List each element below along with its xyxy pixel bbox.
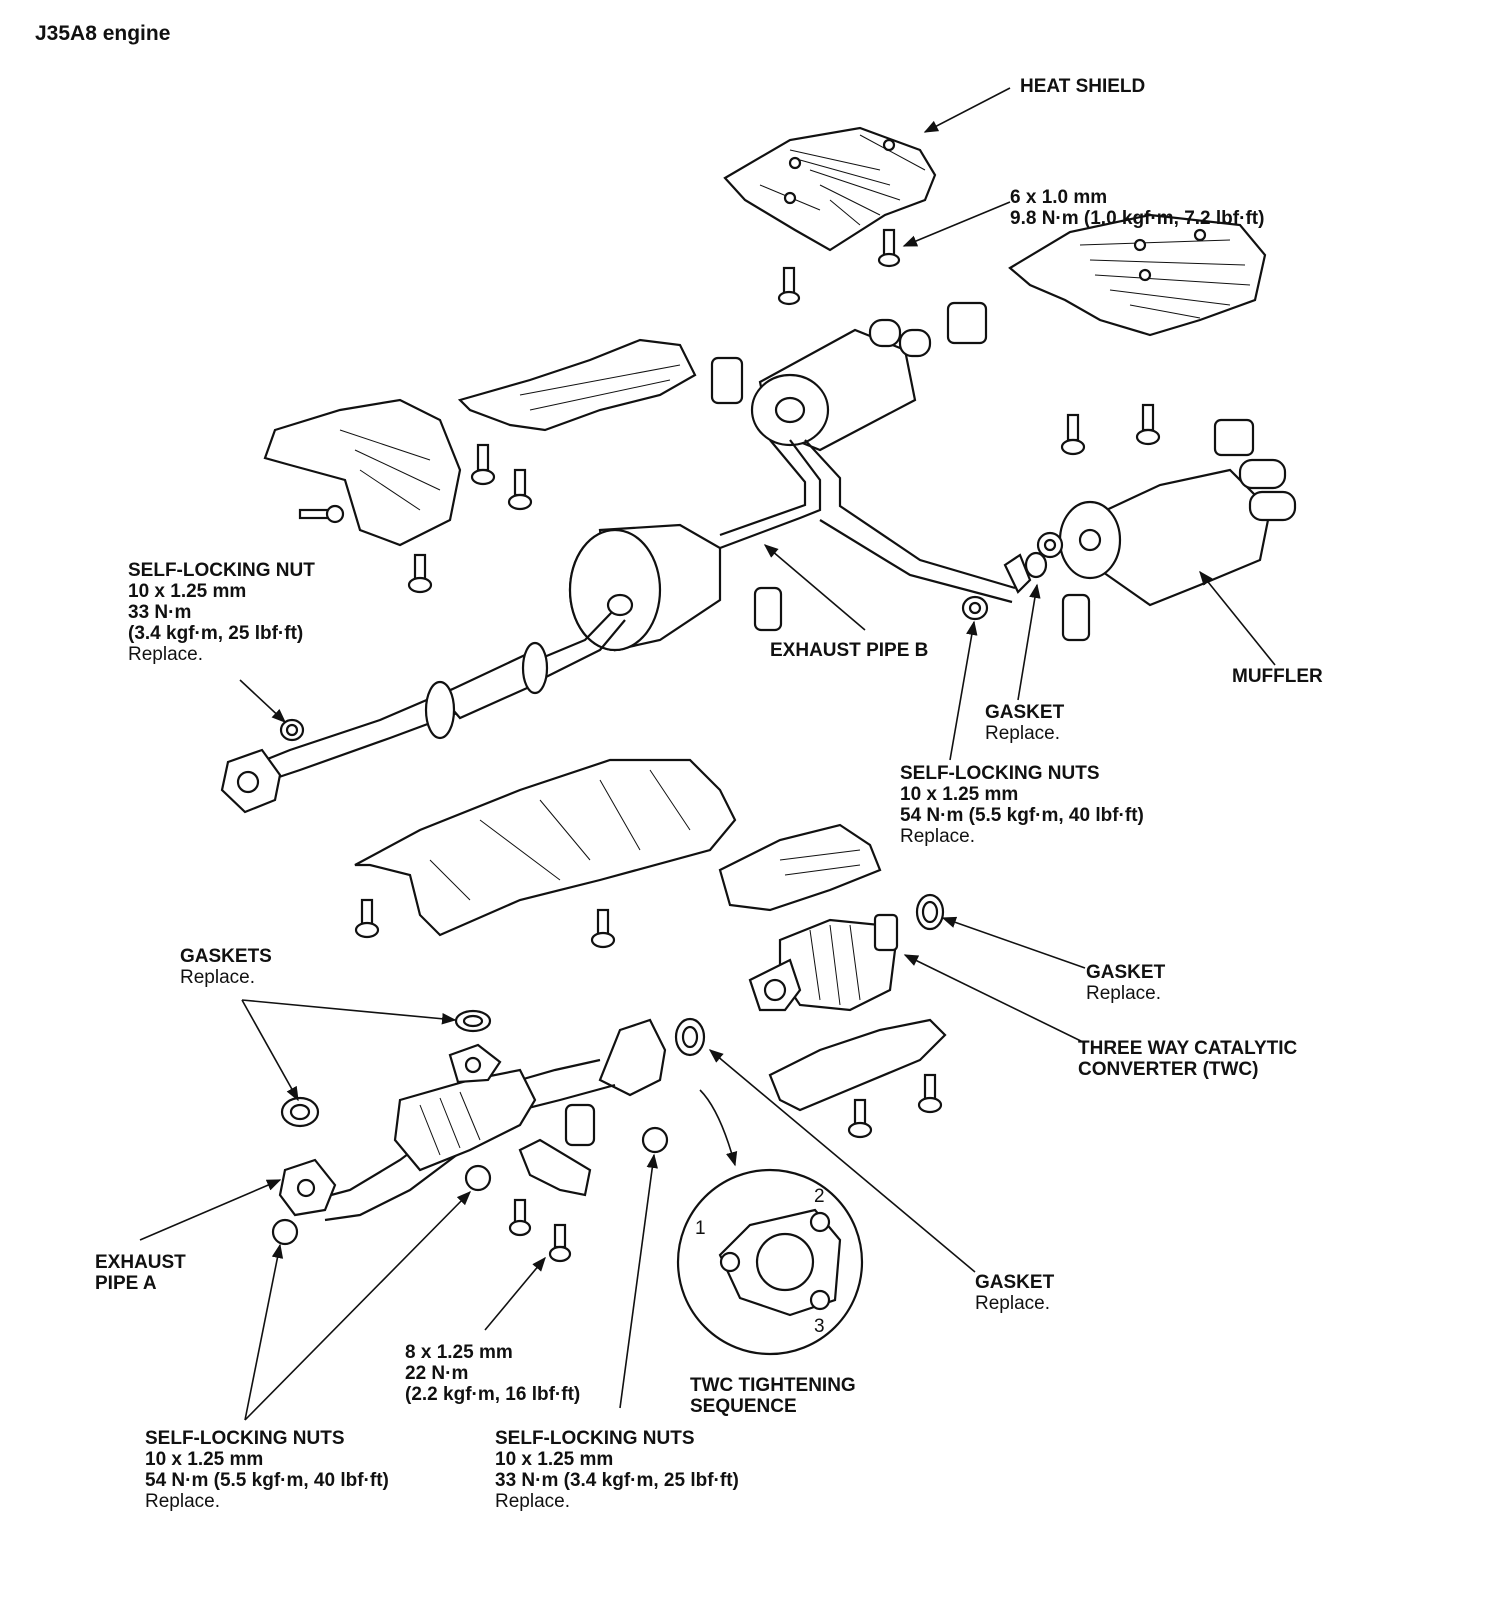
nuts-front-left-name: SELF-LOCKING NUTS <box>145 1428 345 1449</box>
gasket-twc-front-name: GASKET <box>975 1272 1055 1293</box>
muffler <box>1036 458 1297 607</box>
front-heat-shield-left <box>263 398 462 594</box>
heat-shield-bolt <box>777 228 901 306</box>
exhaust-pipe-b-label: EXHAUST PIPE B <box>770 640 928 661</box>
self-locking-nuts-mid-note: Replace. <box>900 826 975 847</box>
nuts-front-left-torque: 54 N·m (5.5 kgf·m, 40 lbf·ft) <box>145 1470 389 1491</box>
exhaust-pipe-b-name: EXHAUST PIPE B <box>770 640 929 661</box>
self-locking-nuts-mid-size: 10 x 1.25 mm <box>900 784 1019 805</box>
catalytic-converter <box>748 913 899 1012</box>
gasket-twc-front-label: GASKET Replace. <box>975 1272 1054 1314</box>
gasket-muffler-name: GASKET <box>985 702 1065 723</box>
bolt-8-size: 8 x 1.25 mm <box>405 1342 513 1363</box>
gasket-twc-rear-note: Replace. <box>1086 983 1161 1004</box>
center-muffler <box>750 318 932 452</box>
nuts-front-right-label: SELF-LOCKING NUTS 10 x 1.25 mm 33 N·m (3… <box>495 1428 739 1512</box>
rear-heat-shield <box>1008 213 1267 337</box>
nuts-front-left-label: SELF-LOCKING NUTS 10 x 1.25 mm 54 N·m (5… <box>145 1428 389 1512</box>
self-locking-nut-size: 10 x 1.25 mm <box>128 581 247 602</box>
twc-lower-shield <box>768 1018 947 1139</box>
heat-shield-bolt-label: 6 x 1.0 mm 9.8 N·m (1.0 kgf·m, 7.2 lbf·f… <box>1010 187 1264 229</box>
nuts-front-right-note: Replace. <box>495 1491 570 1512</box>
self-locking-nuts-mid-name: SELF-LOCKING NUTS <box>900 763 1100 784</box>
self-locking-nut-note: Replace. <box>128 644 203 665</box>
page-title: J35A8 engine <box>35 22 171 45</box>
front-gaskets <box>280 1009 492 1128</box>
muffler-gasket <box>1003 551 1048 594</box>
self-locking-nut-label: SELF-LOCKING NUT 10 x 1.25 mm 33 N·m (3.… <box>128 560 315 665</box>
exhaust-pipe-b <box>719 439 1016 604</box>
self-locking-nut-name: SELF-LOCKING NUT <box>128 560 315 581</box>
heat-shield-label: HEAT SHIELD <box>1020 76 1145 97</box>
gasket-muffler-label: GASKET Replace. <box>985 702 1064 744</box>
self-locking-nut-torque-alt: (3.4 kgf·m, 25 lbf·ft) <box>128 623 304 644</box>
twc-sequence-diagram <box>676 1168 864 1356</box>
self-locking-nuts-mid-torque: 54 N·m (5.5 kgf·m, 40 lbf·ft) <box>900 805 1144 826</box>
front-pipe-section <box>220 611 626 814</box>
leader-lines <box>139 87 1276 1421</box>
gasket-twc-rear-label: GASKET Replace. <box>1086 962 1165 1004</box>
rear-shield-bolts <box>1060 403 1161 456</box>
mid-self-locking-nut <box>961 595 989 621</box>
twc-sequence-label: TWC TIGHTENING SEQUENCE <box>690 1375 856 1417</box>
twc-name-line1: THREE WAY CATALYTIC <box>1078 1038 1298 1059</box>
front-resonator <box>568 523 722 652</box>
gaskets-front-name: GASKETS <box>180 946 272 967</box>
twc-step-1: 1 <box>695 1218 706 1239</box>
gasket-twc-front-note: Replace. <box>975 1293 1050 1314</box>
twc-sequence-line2: SEQUENCE <box>690 1396 797 1417</box>
nuts-front-right-size: 10 x 1.25 mm <box>495 1449 614 1470</box>
bolt-8-label: 8 x 1.25 mm 22 N·m (2.2 kgf·m, 16 lbf·ft… <box>405 1342 580 1405</box>
twc-step-2: 2 <box>814 1186 825 1207</box>
twc-upper-shield <box>718 823 882 912</box>
pipe-a-hardware <box>271 1103 669 1263</box>
muffler-label: MUFFLER <box>1232 666 1323 687</box>
exhaust-pipe-a-line1: EXHAUST <box>95 1252 186 1273</box>
heat-shield-name: HEAT SHIELD <box>1020 76 1146 97</box>
nuts-front-left-note: Replace. <box>145 1491 220 1512</box>
twc-step-3: 3 <box>814 1316 825 1337</box>
nuts-front-right-name: SELF-LOCKING NUTS <box>495 1428 695 1449</box>
self-locking-nut-torque: 33 N·m <box>128 602 192 623</box>
self-locking-nut-front <box>279 718 305 742</box>
self-locking-nuts-mid-label: SELF-LOCKING NUTS 10 x 1.25 mm 54 N·m (5… <box>900 763 1144 847</box>
heat-shield-bolt-torque: 9.8 N·m (1.0 kgf·m, 7.2 lbf·ft) <box>1010 208 1265 229</box>
lower-heat-shield <box>354 758 737 949</box>
nuts-front-right-torque: 33 N·m (3.4 kgf·m, 25 lbf·ft) <box>495 1470 739 1491</box>
gaskets-front-note: Replace. <box>180 967 255 988</box>
exhaust-pipe-a-label: EXHAUST PIPE A <box>95 1252 186 1294</box>
front-heat-shield-upper <box>457 338 697 511</box>
nuts-front-left-size: 10 x 1.25 mm <box>145 1449 264 1470</box>
twc-label: THREE WAY CATALYTIC CONVERTER (TWC) <box>1078 1038 1297 1080</box>
bolt-8-torque-alt: (2.2 kgf·m, 16 lbf·ft) <box>405 1384 581 1405</box>
exhaust-pipe-a-line2: PIPE A <box>95 1273 157 1294</box>
bolt-8-torque: 22 N·m <box>405 1363 469 1384</box>
twc-rear-gasket <box>915 893 945 931</box>
gasket-muffler-note: Replace. <box>985 723 1060 744</box>
twc-sequence-line1: TWC TIGHTENING <box>690 1375 856 1396</box>
twc-name-line2: CONVERTER (TWC) <box>1078 1059 1259 1080</box>
heat-shield-bolt-spec: 6 x 1.0 mm <box>1010 187 1108 208</box>
rubber-mounts <box>710 301 1255 642</box>
muffler-name: MUFFLER <box>1232 666 1323 687</box>
upper-heat-shield <box>723 126 937 252</box>
exhaust-pipe-a <box>278 1018 667 1222</box>
gasket-twc-rear-name: GASKET <box>1086 962 1166 983</box>
twc-front-gasket <box>674 1017 706 1057</box>
gaskets-front-label: GASKETS Replace. <box>180 946 272 988</box>
